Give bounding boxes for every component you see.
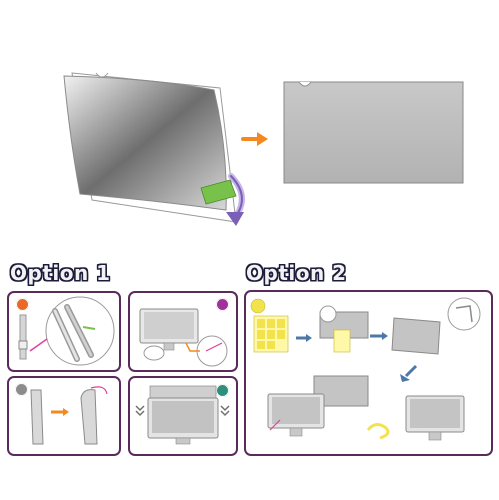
purple-curved-arrow-icon	[226, 173, 245, 226]
option2-illustration	[250, 297, 481, 441]
monitor-icon	[267, 393, 325, 437]
option1-step-install-panel	[128, 376, 238, 456]
option2-panel	[244, 290, 493, 456]
double-chevron-down-icon	[220, 405, 230, 417]
monitor-icon	[405, 395, 465, 441]
option-2-heading: Option 2	[246, 261, 347, 285]
monitor-icon	[135, 385, 230, 445]
option1-step-bend-panel	[7, 376, 121, 456]
monitor-icon	[139, 308, 228, 367]
orange-arrow-right-icon	[241, 132, 268, 146]
option1-step-monitor-panel	[128, 291, 238, 372]
double-chevron-down-icon	[135, 405, 145, 417]
privacy-filter-flat-illustration	[283, 81, 464, 184]
green-pull-tab	[200, 179, 237, 205]
step-badge-icon	[15, 383, 28, 396]
privacy-filter-peel-illustration	[63, 72, 237, 223]
step-badge-icon	[216, 298, 229, 311]
option1-step-tabs-panel	[7, 291, 121, 372]
adhesive-tab-sheet-icon	[250, 298, 289, 353]
top-illustration	[63, 72, 464, 226]
step-badge-icon	[216, 384, 229, 397]
bend-tab-illustration	[30, 386, 108, 445]
option-1-heading: Option 1	[10, 261, 111, 285]
step-badge-icon	[16, 298, 29, 311]
tab-slide-illustration	[18, 296, 115, 366]
